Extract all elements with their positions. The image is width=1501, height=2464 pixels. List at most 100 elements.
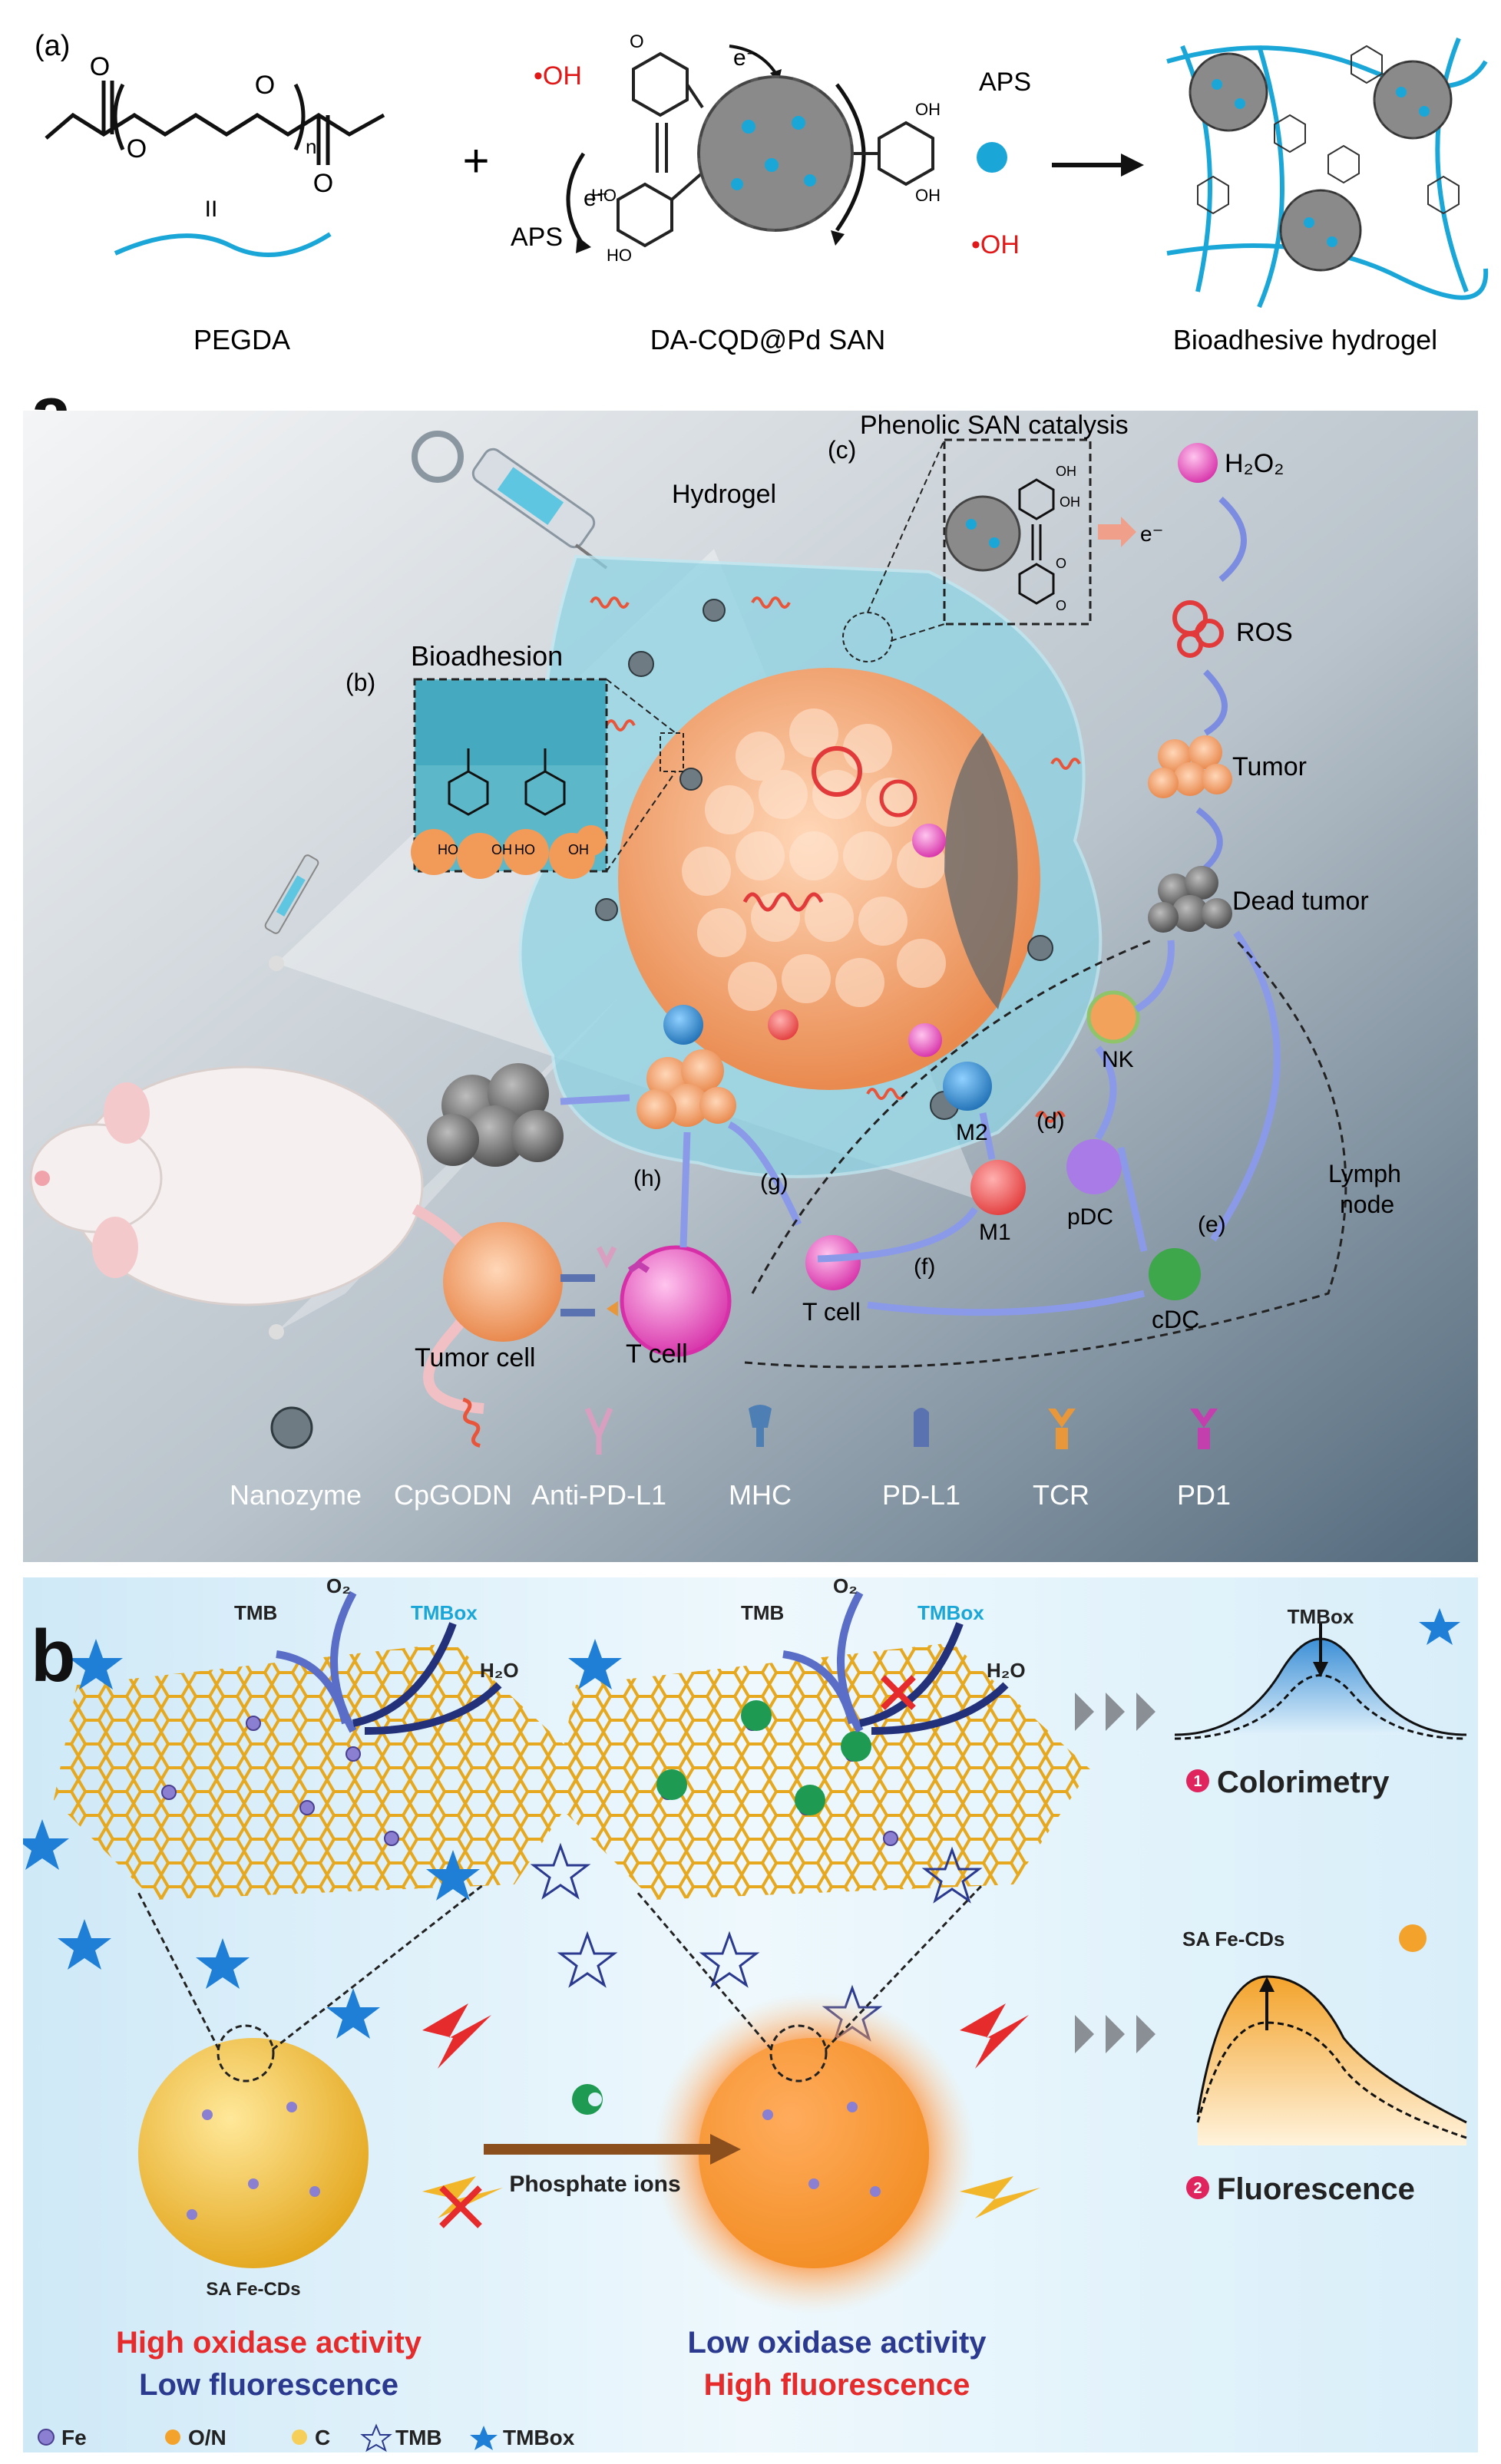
- cqd-structure: [566, 45, 1007, 253]
- pdc-cell-icon: [1066, 1139, 1122, 1194]
- colorimetry-curve: [1174, 1608, 1467, 1740]
- panel-b-label: b: [31, 1615, 76, 1697]
- t-cell-large-label: T cell: [626, 1339, 688, 1369]
- pegda-caption: PEGDA: [193, 324, 290, 355]
- low-oxidase-label: Low oxidase activity: [687, 2326, 987, 2360]
- pegda-structure: [45, 81, 385, 165]
- sphere-label: SA Fe-CDs: [206, 2279, 300, 2300]
- fluorescence-label: Fluorescence: [1217, 2172, 1415, 2206]
- t-cell-small-icon: [805, 1235, 861, 1290]
- tumor-cell-label: Tumor cell: [415, 1343, 535, 1372]
- g-label: (g): [760, 1170, 789, 1195]
- quench-cross-icon: [439, 2185, 482, 2228]
- nk-cell-icon: [1086, 990, 1140, 1044]
- h2o2-sphere-icon: [1178, 443, 1218, 483]
- t-cell-large-icon: [620, 1245, 732, 1357]
- panel-b-svg: TMB O₂ TMBox H₂O TMB O₂ TMBox H₂O: [23, 1577, 1478, 2452]
- phosphate-binding-icons: [656, 1700, 871, 1815]
- pegda-equals: II: [205, 197, 218, 222]
- legend-tmbox-icon: [470, 2426, 498, 2450]
- tumor-cluster-icon: [1148, 735, 1232, 798]
- reaction-arrows-mid: [782, 1590, 1009, 1735]
- phosphate-ion-icon: [572, 2084, 603, 2115]
- bio-ring-oh-1: OH: [491, 842, 512, 857]
- ring-label-oh-1: OH: [915, 100, 941, 119]
- legend-mhc-label: MHC: [729, 1479, 792, 1511]
- num1-badge: [1186, 1769, 1209, 1792]
- legend-pdl1-label: PD-L1: [882, 1479, 960, 1511]
- panel-a: HO OH HO OH OH OH O O: [23, 411, 1478, 1562]
- tumor-cluster-bottom-icon: [636, 1049, 736, 1129]
- sa-fe-cds-sphere-mid: [636, 1883, 984, 2314]
- phosphate-label: Phosphate ions: [509, 2172, 680, 2197]
- ring-label-ho-2: HO: [607, 246, 632, 265]
- nk-label: NK: [1102, 1047, 1134, 1072]
- dead-tumor-left-icon: [427, 1063, 564, 1167]
- node-label: node: [1340, 1191, 1394, 1218]
- hydrogel-network-icon: [1166, 37, 1489, 309]
- cat-ring-oh-2: OH: [1060, 494, 1080, 510]
- ros-icon: [1172, 600, 1224, 658]
- m1-cell-icon: [970, 1160, 1026, 1215]
- panel-a-svg: HO OH HO OH OH OH O O: [23, 411, 1478, 1562]
- bio-ring-oh-2: OH: [568, 842, 589, 857]
- d-label: (d): [1036, 1108, 1065, 1134]
- pegda-n: n: [306, 135, 316, 158]
- pegda-o-1: O: [90, 52, 110, 81]
- low-fluorescence-label: Low fluorescence: [139, 2368, 398, 2402]
- pegda-o-4: O: [313, 169, 333, 198]
- pegda-o-3: O: [255, 71, 275, 100]
- catalysis-label: Phenolic SAN catalysis: [860, 411, 1129, 440]
- cat-ring-o-1: O: [1056, 556, 1066, 571]
- high-fluorescence-label: High fluorescence: [704, 2368, 970, 2402]
- fluorescence-curve: [1196, 1924, 1467, 2145]
- cat-ring-oh-1: OH: [1056, 464, 1076, 479]
- cpg-squiggles: [590, 596, 1081, 1123]
- chevron-right-icons: [1075, 1693, 1156, 2053]
- b-label: (b): [345, 669, 375, 696]
- m2-label: M2: [956, 1120, 988, 1145]
- graphene-sheet-left: [54, 1643, 591, 1900]
- ring-label-oh-2: OH: [915, 186, 941, 205]
- oh-right: •OH: [971, 230, 1020, 259]
- legend-on-label: O/N: [188, 2426, 226, 2449]
- legend-tmb-icon: [360, 2423, 392, 2452]
- electron-label: e⁻: [1140, 522, 1163, 546]
- mouse-icon: [29, 956, 484, 1414]
- high-oxidase-label: High oxidase activity: [116, 2326, 422, 2360]
- bio-ring-ho-1: HO: [438, 842, 458, 857]
- tmbox-stars-left: [23, 1639, 480, 2039]
- cdc-cell-icon: [1149, 1248, 1201, 1300]
- legend-pdl1-icon: [914, 1408, 929, 1447]
- nanozyme-dots: [595, 599, 1053, 1120]
- catalysis-inset: [842, 438, 1092, 662]
- legend-tcr-icon: [1048, 1409, 1076, 1449]
- legend-nanozyme-icon: [270, 1406, 313, 1449]
- legend-tcr-label: TCR: [1033, 1479, 1089, 1511]
- reaction-arrows-left: [276, 1590, 502, 1735]
- top-panel-label: (a): [35, 30, 70, 62]
- polymer-chain-icon: [114, 232, 332, 257]
- aps-left: APS: [511, 223, 563, 252]
- panel-a-legend: [270, 1397, 1218, 1455]
- legend-pd1-label: PD1: [1177, 1479, 1231, 1511]
- small-syringe-icon: [264, 854, 319, 934]
- blocked-cross-icon: [881, 1675, 916, 1710]
- dead-tumor-icon: [1148, 866, 1232, 933]
- panel-b-legend: [38, 2423, 498, 2452]
- pdc-label: pDC: [1067, 1204, 1113, 1230]
- receptor-icons: [560, 1246, 650, 1316]
- h-label: (h): [633, 1166, 662, 1191]
- num1-label: 1: [1193, 1773, 1202, 1790]
- h2o-mid-label: H₂O: [987, 1659, 1026, 1682]
- top-scheme: (a) O O O O n II PEGDA +: [0, 0, 1501, 384]
- cascade-arrows: [560, 930, 1281, 1316]
- legend-tmbox-label: TMBox: [503, 2426, 575, 2449]
- c-label: (c): [828, 436, 856, 464]
- num2-label: 2: [1193, 2180, 1202, 2197]
- legend-antipdl1-label: Anti-PD-L1: [531, 1479, 666, 1511]
- dead-tumor-label: Dead tumor: [1232, 887, 1369, 916]
- h2o-left-label: H₂O: [480, 1659, 519, 1682]
- legend-fe-label: Fe: [61, 2426, 87, 2449]
- lymph-label: Lymph: [1328, 1160, 1401, 1187]
